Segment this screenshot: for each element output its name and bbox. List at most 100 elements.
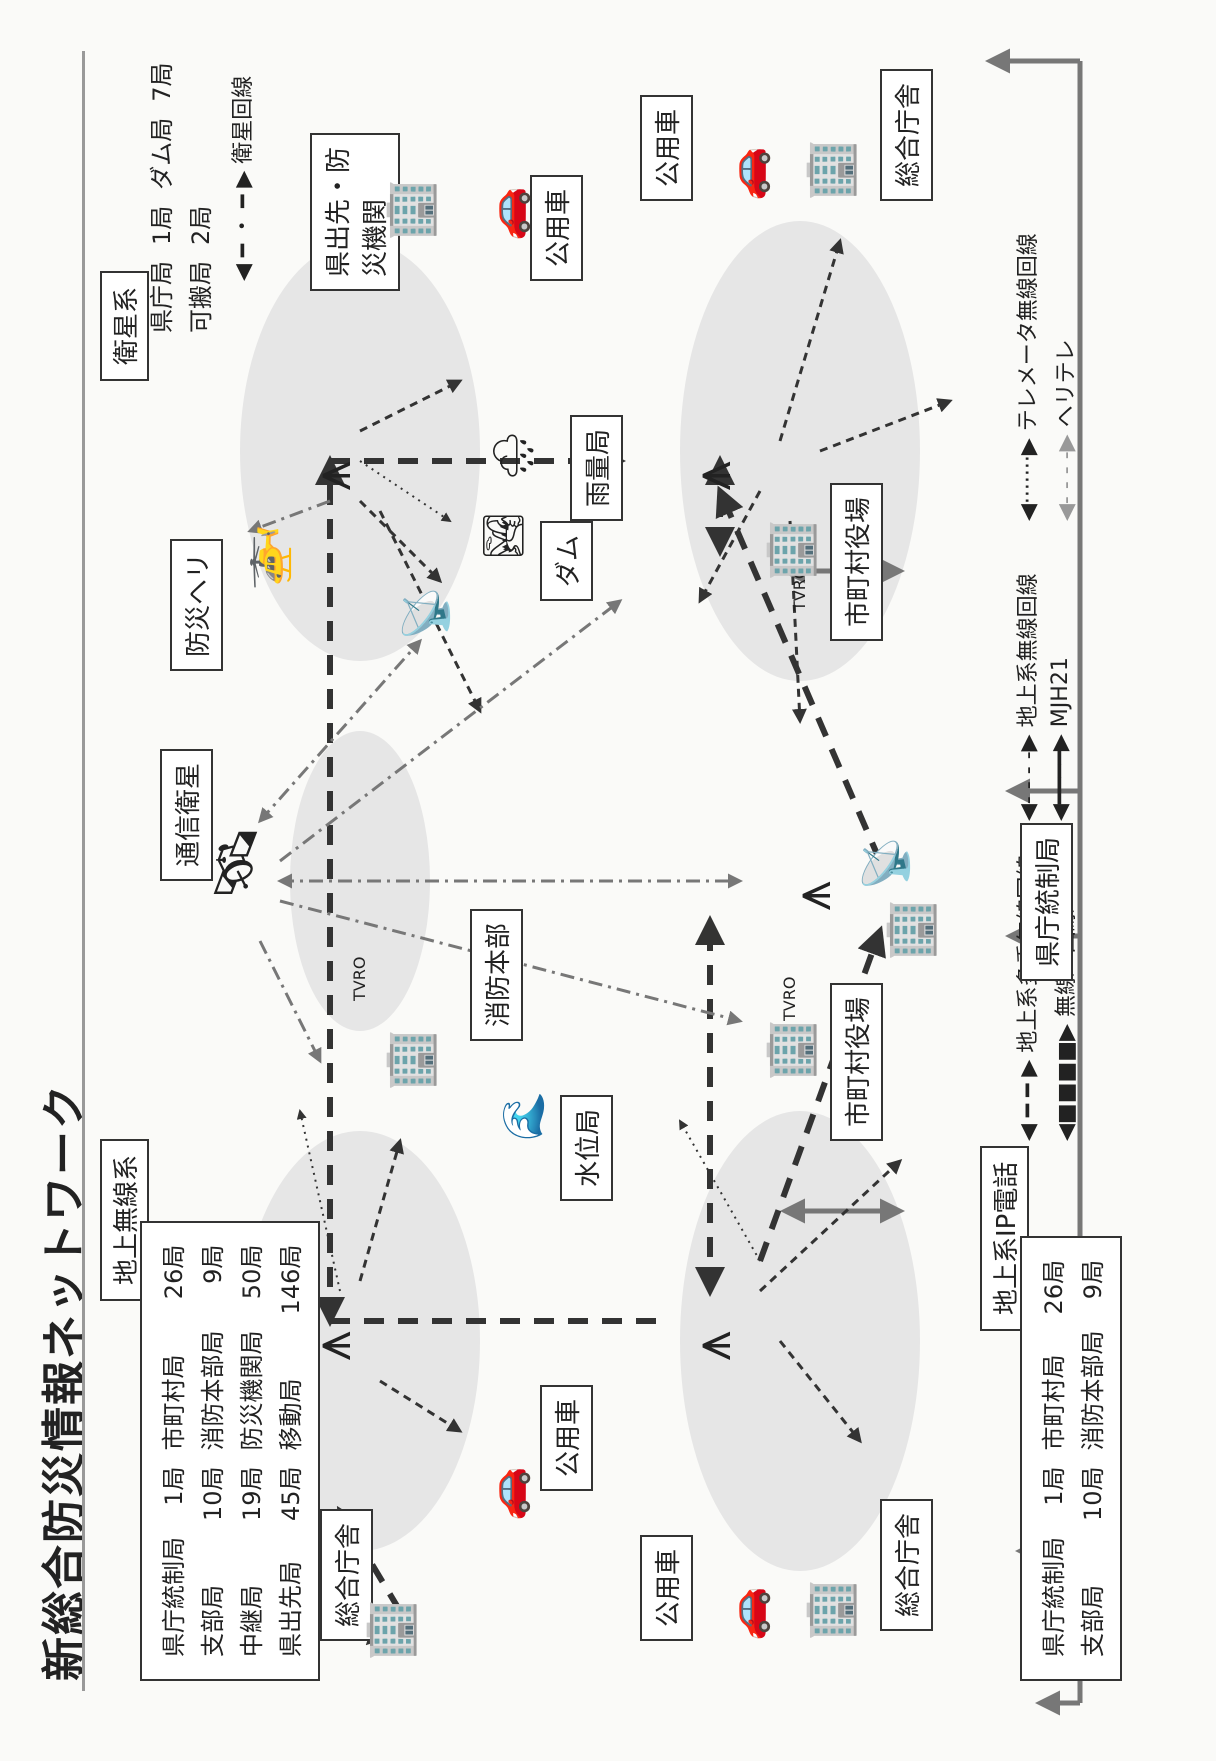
station-count: 7局 <box>140 54 179 109</box>
legend-line-icon: ◀ ━ ━ ▶ <box>1016 1053 1041 1141</box>
station-type: 支部局 <box>1071 1529 1110 1665</box>
legend-item: ◀━━━━▶ MJH21 <box>1048 521 1080 821</box>
legend: ◀ ━ ━ ▶ 地上系多重無線回線◀- - - -▶ 地上系無線回線◀·····… <box>1010 221 1080 1141</box>
station-count: 146局 <box>269 1237 308 1323</box>
station-type: 消防本部局 <box>191 1322 230 1458</box>
station-type: 市町村局 <box>1032 1322 1071 1458</box>
station-count: 1局 <box>1032 1458 1071 1529</box>
sougou-label-right: 総合庁舎 <box>880 69 933 201</box>
station-type: 中継局 <box>230 1529 269 1665</box>
car-label-left-bottom: 公用車 <box>640 1535 693 1641</box>
legend-item: ◀- - - -▶ ヘリテレ <box>1048 221 1080 521</box>
car-label-right-top: 公用車 <box>530 175 583 281</box>
legend-line-icon: ◀- - - -▶ <box>1054 427 1079 521</box>
kencho-label: 県庁統制局 <box>1020 823 1073 981</box>
legend-label: テレメータ無線回線 <box>1016 233 1041 431</box>
building-icon: 🏢 <box>380 179 439 241</box>
building-icon: 🏢 <box>800 1579 859 1641</box>
shichoson-label-right: 市町村役場 <box>830 483 883 641</box>
station-type: 防災機関局 <box>230 1322 269 1458</box>
title-rule <box>82 51 85 1691</box>
relay-tower-icon: ⩚ <box>780 881 844 911</box>
suii-label: 水位局 <box>560 1095 613 1201</box>
relay-tower-icon: ⩚ <box>680 1331 744 1361</box>
sougou-label-left-bottom: 総合庁舎 <box>880 1499 933 1631</box>
helicopter-icon: 🚁 <box>230 524 294 591</box>
satellite-icon: 🛰 <box>200 825 271 901</box>
rain-gauge-icon: 🌧 <box>490 430 537 481</box>
station-count: 50局 <box>230 1237 269 1323</box>
stat-row: 支部局10局消防本部局9局 <box>191 1237 230 1665</box>
station-type: 県庁統制局 <box>1032 1529 1071 1665</box>
dam-icon: 🏞 <box>480 510 527 561</box>
uryo-label: 雨量局 <box>570 415 623 521</box>
car-icon: 🚗 <box>720 146 772 201</box>
station-type: 県庁局 <box>140 253 179 341</box>
station-type <box>179 110 218 198</box>
dish-antenna-icon: 📡 <box>400 586 452 641</box>
tvro-label: TVRO <box>350 957 369 1001</box>
station-count <box>179 54 218 109</box>
building-icon: 🏢 <box>380 1029 439 1091</box>
station-count: 45局 <box>269 1458 308 1529</box>
station-count: 1局 <box>140 198 179 253</box>
legend-item: ◀·······▶ テレメータ無線回線 <box>1010 221 1042 521</box>
station-type: 支部局 <box>191 1529 230 1665</box>
station-count: 19局 <box>230 1458 269 1529</box>
building-icon: 🏢 <box>360 1599 419 1661</box>
legend-line-icon: ◀·······▶ <box>1016 431 1041 521</box>
satellite-line-legend: ◀ ━ ・ ━ ▶ 衛星回線 <box>225 76 257 281</box>
legend-item: ◀- - - -▶ 地上系無線回線 <box>1010 521 1042 821</box>
building-icon: 🏢 <box>880 899 939 961</box>
station-type: 市町村局 <box>152 1322 191 1458</box>
station-type: 可搬局 <box>179 253 218 341</box>
station-count: 10局 <box>191 1458 230 1529</box>
station-count: 26局 <box>152 1237 191 1323</box>
legend-label: MJH21 <box>1048 657 1073 727</box>
station-count: 26局 <box>1032 1252 1071 1323</box>
building-icon: 🏢 <box>800 139 859 201</box>
legend-line-icon: ◀- - - -▶ <box>1016 727 1041 821</box>
satellite-legend-icon: ◀ ━ ・ ━ ▶ <box>231 164 256 281</box>
satellite-legend-label: 衛星回線 <box>231 76 256 164</box>
legend-label: ヘリテレ <box>1054 339 1079 427</box>
station-type: 消防本部局 <box>1071 1322 1110 1458</box>
legend-line-icon: ◀━━━━▶ <box>1048 727 1073 821</box>
car-icon: 🚗 <box>480 1466 532 1521</box>
shichoson-label-left: 市町村役場 <box>830 983 883 1141</box>
building-icon: 🏢 <box>760 1019 819 1081</box>
legend-line-icon: ◀■■■■▶ <box>1054 1017 1079 1141</box>
dish-antenna-icon: 📡 <box>860 836 912 891</box>
car-icon: 🚗 <box>720 1586 772 1641</box>
relay-tower-icon: ⩚ <box>300 1331 364 1361</box>
water-level-icon: 🌊 <box>500 1091 547 1141</box>
station-type: ダム局 <box>140 110 179 198</box>
building-icon: 🏢 <box>760 519 819 581</box>
relay-tower-icon: ⩚ <box>680 461 744 491</box>
car-icon: 🚗 <box>480 186 532 241</box>
car-label-right-bottom: 公用車 <box>640 95 693 201</box>
stat-row: 県庁統制局1局市町村局26局 <box>1032 1252 1071 1665</box>
station-type: 県出先局 <box>269 1529 308 1665</box>
station-count: 2局 <box>179 198 218 253</box>
coverage-area <box>680 221 920 681</box>
tvro-label: TVRO <box>780 977 799 1021</box>
station-count: 1局 <box>152 1458 191 1529</box>
car-label-left-top: 公用車 <box>540 1385 593 1491</box>
station-count: 9局 <box>1071 1252 1110 1323</box>
relay-tower-icon: ⩚ <box>300 461 364 491</box>
station-count: 9局 <box>191 1237 230 1323</box>
station-count: 10局 <box>1071 1458 1110 1529</box>
heli-label: 防災ヘリ <box>170 539 223 671</box>
legend-label: 地上系無線回線 <box>1016 573 1041 727</box>
